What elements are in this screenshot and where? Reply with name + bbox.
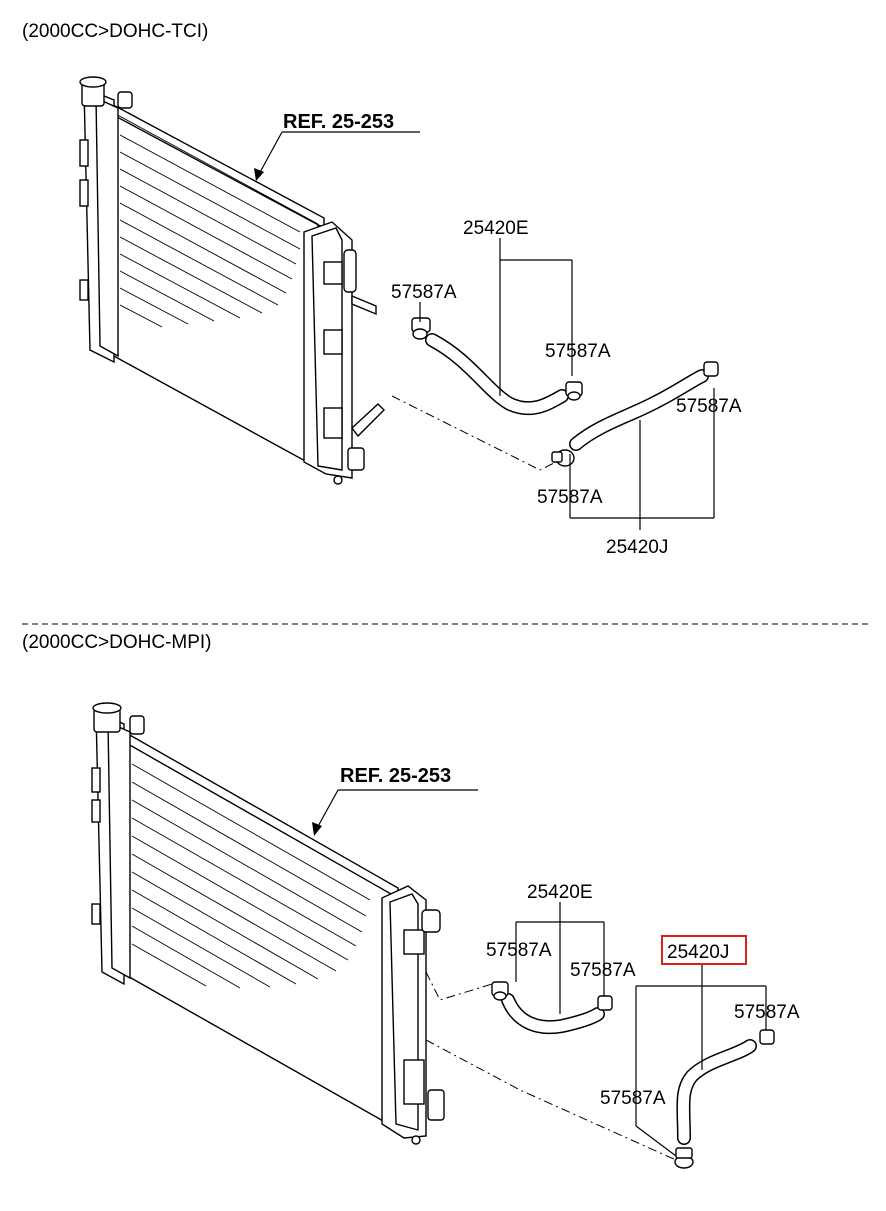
clamp-icon xyxy=(411,317,431,340)
ref-label-mpi: REF. 25-253 xyxy=(340,765,451,787)
radiator-assembly-mpi xyxy=(91,702,445,1145)
clamp-icon xyxy=(703,361,719,377)
hose-25420j-mpi xyxy=(676,1039,757,1145)
clamp-icon xyxy=(597,995,613,1011)
clamp-icon xyxy=(491,981,509,1001)
part-label: 25420E xyxy=(463,218,529,239)
ref-label-tci: REF. 25-253 xyxy=(283,111,394,133)
part-label: 25420E xyxy=(527,882,593,903)
highlight-box xyxy=(661,935,747,965)
part-label: 57587A xyxy=(734,1002,800,1023)
part-label: 57587A xyxy=(486,940,552,961)
part-label: 57587A xyxy=(391,282,457,303)
part-label: 57587A xyxy=(537,487,603,508)
part-label: 57587A xyxy=(600,1088,666,1109)
part-label: 57587A xyxy=(545,341,611,362)
part-label: 57587A xyxy=(570,960,636,981)
hose-25420e-tci xyxy=(425,333,569,416)
section-header-tci: (2000CC>DOHC-TCI) xyxy=(22,21,208,42)
clamp-icon xyxy=(551,449,575,467)
clamp-icon xyxy=(759,1029,775,1045)
radiator-assembly-tci xyxy=(79,76,385,485)
part-label: 25420J xyxy=(606,537,668,558)
section-header-mpi: (2000CC>DOHC-MPI) xyxy=(22,632,212,653)
clamp-icon xyxy=(674,1147,694,1169)
hose-25420e-mpi xyxy=(501,993,605,1035)
part-label: 57587A xyxy=(676,396,742,417)
clamp-icon xyxy=(565,381,583,401)
hose-25420j-tci xyxy=(569,369,709,451)
part-label-highlighted[interactable]: 25420J xyxy=(667,942,729,963)
